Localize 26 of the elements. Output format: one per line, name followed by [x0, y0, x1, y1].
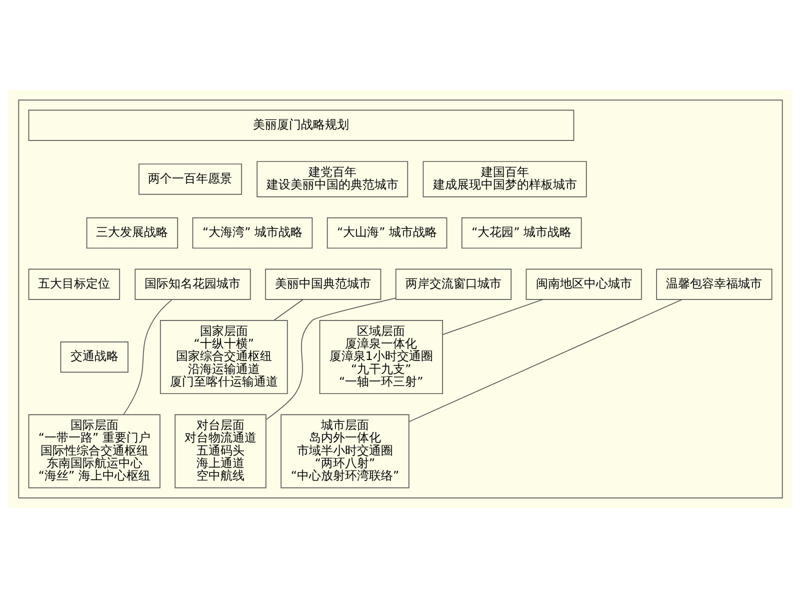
connector: [266, 298, 396, 420]
node-box: 三大发展战略: [86, 217, 178, 249]
node-box: “大花园” 城市战略: [461, 217, 582, 249]
node-box: “大山海” 城市战略: [326, 217, 448, 249]
node-box: 国际知名花园城市: [134, 268, 251, 300]
node-box: 美丽厦门战略规划: [28, 110, 574, 141]
node-box: 温馨包容幸福城市: [656, 268, 772, 300]
node-box: 区域层面 厦漳泉一体化 厦漳泉1小时交通圈 “九干九支” “一轴一环三射”: [319, 320, 443, 394]
node-box: 建党百年 建设美丽中国的典范城市: [256, 161, 408, 198]
node-box: 国际层面 “一带一路” 重要门户 国际性综合交通枢纽 东南国际航运中心 “海丝” 海上中心枢纽: [28, 414, 160, 488]
cluster: [18, 100, 783, 498]
node-box: 交通战略: [60, 341, 128, 373]
connector: [123, 299, 172, 415]
node-box: 国家层面 “十纵十横” 国家综合交通枢纽 沿海运输通道 厦门至喀什运输通道: [160, 320, 288, 394]
node-box: 两岸交流窗口城市: [395, 268, 512, 300]
node-box: 美丽中国典范城市: [265, 268, 382, 300]
node-box: 闽南地区中心城市: [526, 268, 642, 300]
connector: [408, 299, 682, 422]
node-box: 建国百年 建成展现中国梦的样板城市: [422, 161, 587, 198]
node-box: 对台层面 对台物流通道 五通码头 海上通道 空中航线: [174, 414, 266, 488]
node-box: “大海湾” 城市战略: [192, 217, 313, 249]
connector: [442, 299, 544, 335]
node-box: 五大目标定位: [28, 268, 120, 300]
node-box: 城市层面 岛内外一体化 市域半小时交通圈 “两环八射” “中心放射环湾联络”: [280, 414, 410, 488]
connector: [273, 299, 304, 321]
node-box: 两个一百年愿景: [138, 164, 242, 195]
